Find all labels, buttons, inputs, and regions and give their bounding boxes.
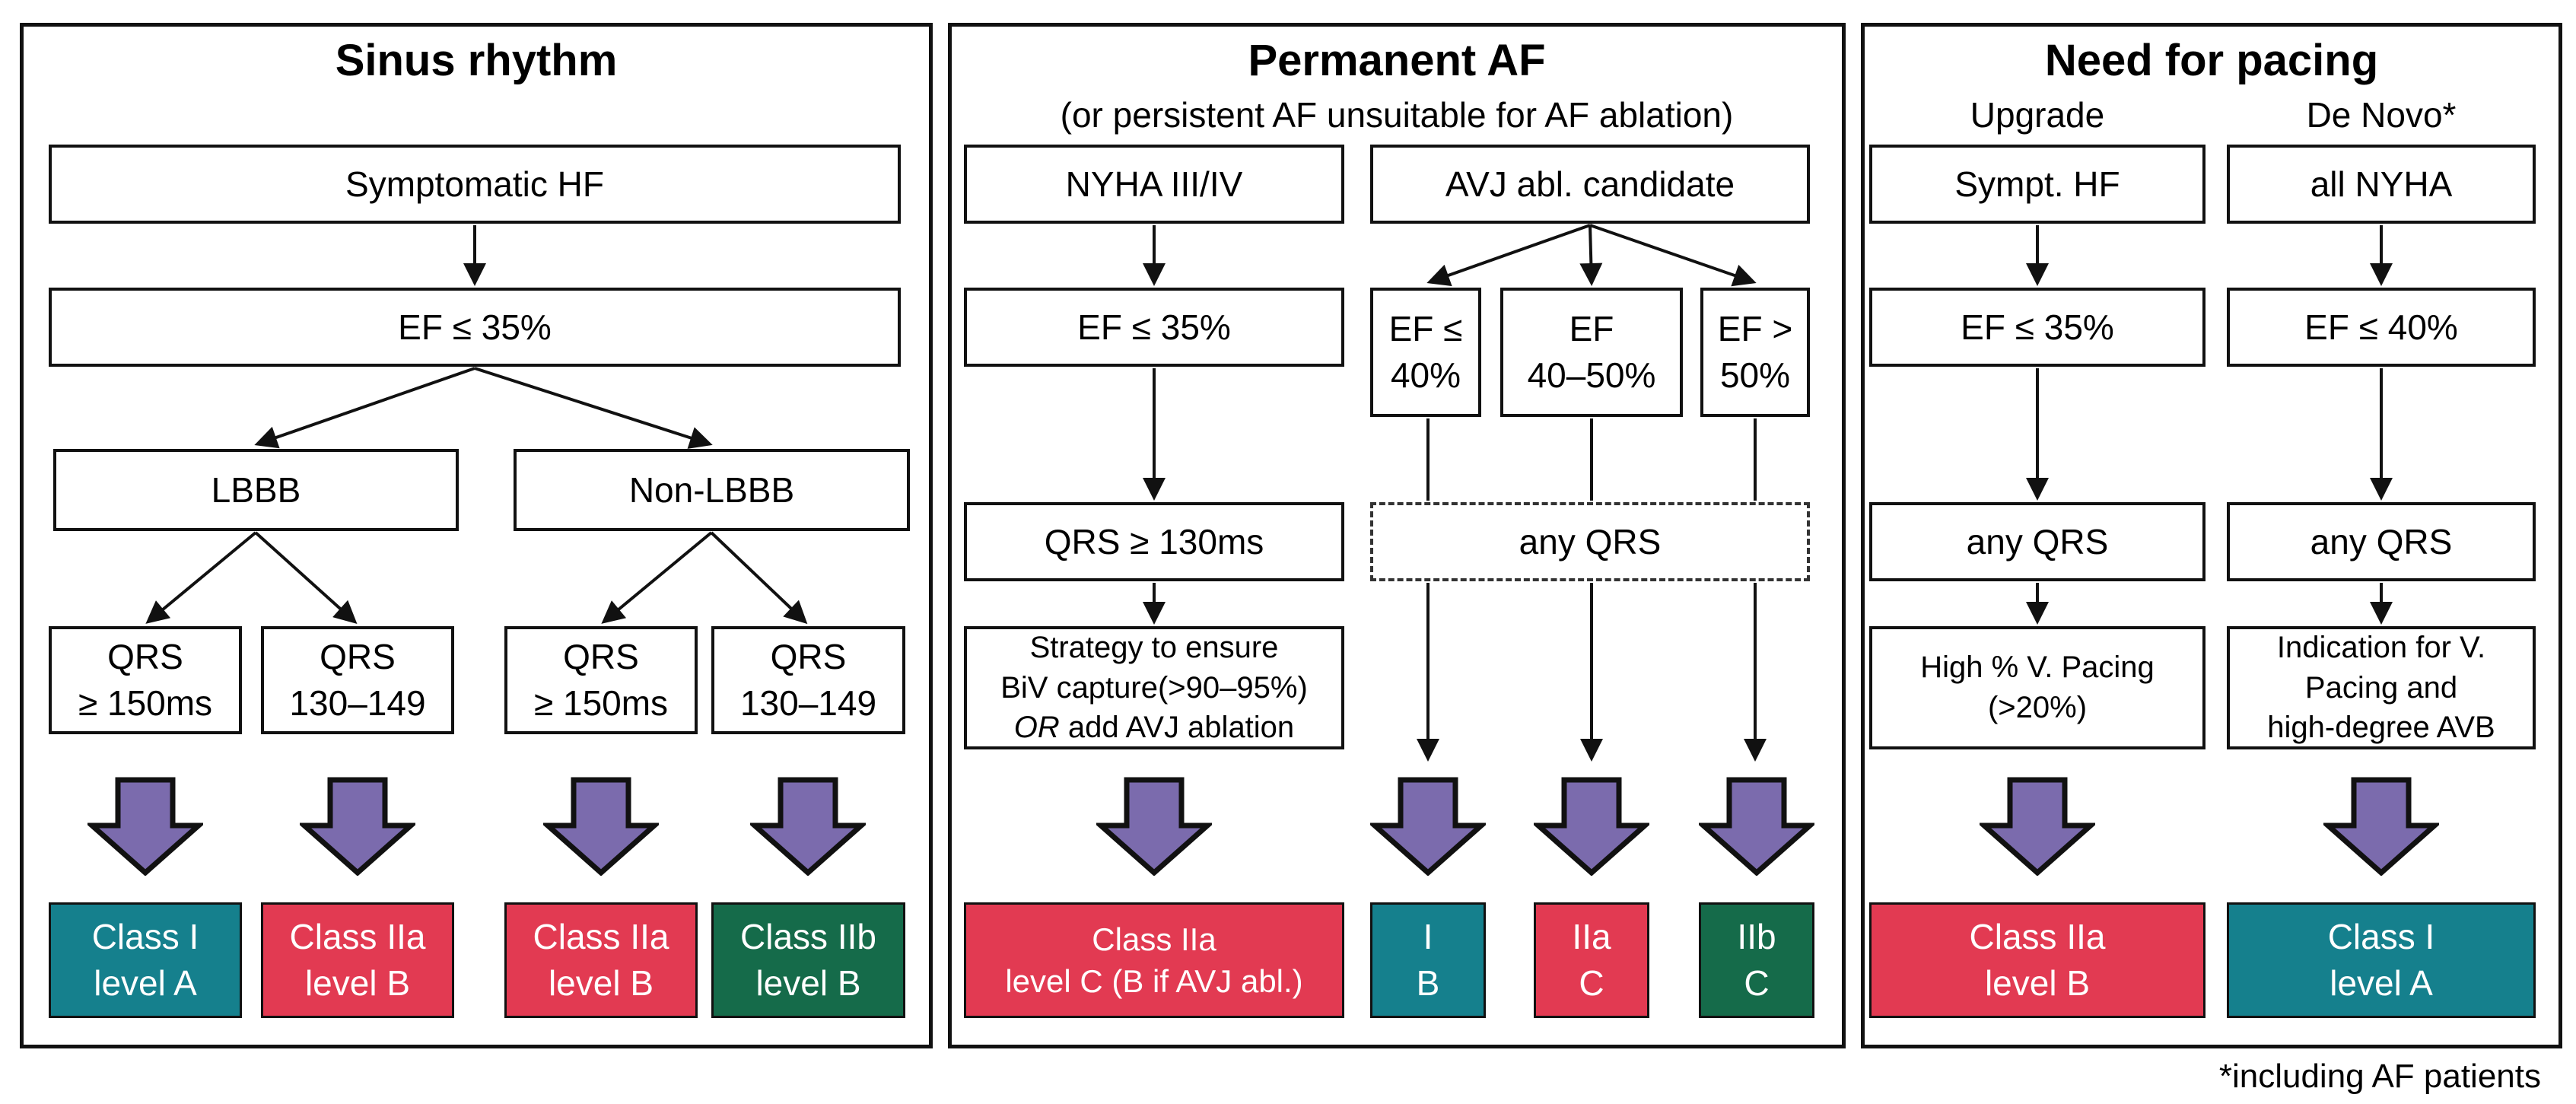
result-class-iia-level-b: Class IIa level B (261, 902, 454, 1018)
result-iib-c: IIb C (1699, 902, 1814, 1018)
node-qrs-150-lbbb: QRS ≥ 150ms (49, 626, 242, 734)
down-arrow-icon (750, 777, 866, 876)
result-class-iia-level-b: Class IIa level B (504, 902, 698, 1018)
panel-need-for-pacing (1861, 23, 2562, 1048)
af-title: Permanent AF (1248, 36, 1546, 85)
result-i-b: I B (1370, 902, 1486, 1018)
panel-permanent-af (948, 23, 1846, 1048)
result-class-i-level-a-pacing: Class I level A (2227, 902, 2536, 1018)
node-ef-40-denovo: EF ≤ 40% (2227, 288, 2536, 367)
node-symptomatic-hf: Symptomatic HF (49, 145, 901, 224)
result-class-iia-level-b-pacing: Class IIa level B (1869, 902, 2206, 1018)
result-class-i-level-a: Class I level A (49, 902, 242, 1018)
down-arrow-icon (2323, 777, 2439, 876)
result-iia-c: IIa C (1534, 902, 1649, 1018)
node-qrs-150-nonlbbb: QRS ≥ 150ms (504, 626, 698, 734)
node-nyha-iii-iv: NYHA III/IV (964, 145, 1344, 224)
strategy-line2: BiV capture(>90–95%) (1000, 670, 1308, 705)
down-arrow-icon (300, 777, 415, 876)
node-ef-35-af: EF ≤ 35% (964, 288, 1344, 367)
node-any-qrs-upgrade: any QRS (1869, 502, 2206, 581)
node-qrs-130-149-lbbb: QRS 130–149 (261, 626, 454, 734)
strategy-or: OR (1013, 711, 1060, 745)
strategy-line3: OR add AVJ ablation (1014, 708, 1294, 748)
node-sympt-hf: Sympt. HF (1869, 145, 2206, 224)
node-qrs-130-149-nonlbbb: QRS 130–149 (711, 626, 905, 734)
node-ef-35-sinus: EF ≤ 35% (49, 288, 901, 367)
down-arrow-icon (1699, 777, 1814, 876)
column-label-upgrade: Upgrade (1970, 95, 2105, 135)
strategy-line1: Strategy to ensure (1029, 630, 1279, 664)
node-high-v-pacing: High % V. Pacing (>20%) (1869, 626, 2206, 749)
footnote: *including AF patients (2218, 1058, 2541, 1095)
node-qrs-130ms: QRS ≥ 130ms (964, 502, 1344, 581)
node-avj-abl-candidate: AVJ abl. candidate (1370, 145, 1810, 224)
node-any-qrs-denovo: any QRS (2227, 502, 2536, 581)
down-arrow-icon (1980, 777, 2095, 876)
down-arrow-icon (1370, 777, 1486, 876)
strategy-rest: add AVJ ablation (1059, 711, 1295, 745)
down-arrow-icon (543, 777, 659, 876)
af-subtitle: (or persistent AF unsuitable for AF abla… (1060, 95, 1734, 135)
down-arrow-icon (1096, 777, 1212, 876)
node-all-nyha: all NYHA (2227, 145, 2536, 224)
panel-sinus-rhythm (20, 23, 933, 1048)
node-lbbb: LBBB (53, 449, 459, 531)
node-ef-gt-50: EF > 50% (1700, 288, 1810, 417)
node-indication-v-pacing: Indication for V. Pacing and high-degree… (2227, 626, 2536, 749)
result-class-iia-level-c: Class IIa level C (B if AVJ abl.) (964, 902, 1344, 1018)
sinus-title: Sinus rhythm (335, 36, 618, 85)
node-any-qrs-af: any QRS (1370, 502, 1810, 581)
column-label-de-novo: De Novo* (2306, 95, 2457, 135)
node-ef-35-upgrade: EF ≤ 35% (1869, 288, 2206, 367)
node-ef-le-40: EF ≤ 40% (1370, 288, 1481, 417)
node-ef-40-50: EF 40–50% (1500, 288, 1683, 417)
result-class-iib-level-b: Class IIb level B (711, 902, 905, 1018)
down-arrow-icon (1534, 777, 1649, 876)
pacing-title: Need for pacing (2044, 36, 2379, 85)
node-non-lbbb: Non-LBBB (514, 449, 910, 531)
down-arrow-icon (87, 777, 203, 876)
